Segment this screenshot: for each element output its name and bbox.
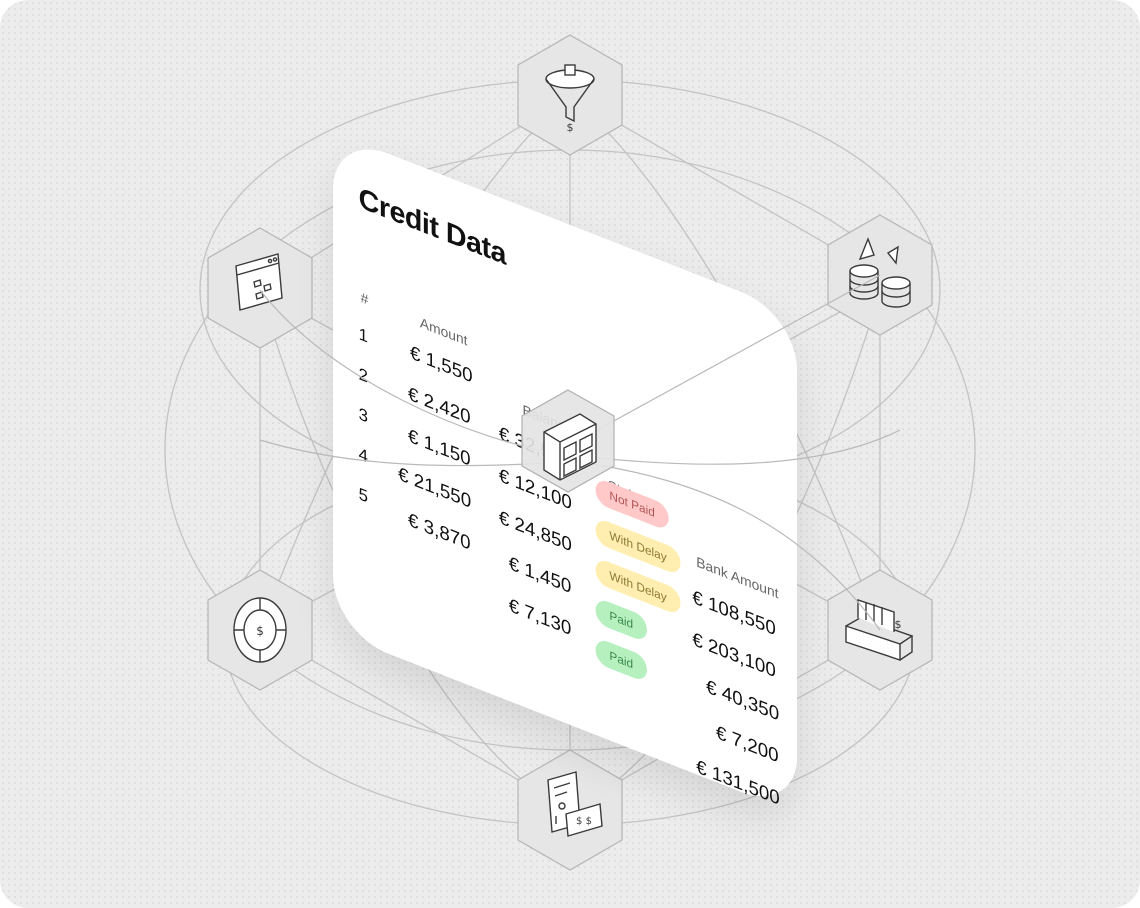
svg-text:$ $: $ $ bbox=[576, 816, 592, 827]
column-header-amount: Amount bbox=[419, 314, 468, 349]
balance-cell: € 12,100 bbox=[498, 464, 572, 515]
node-upper-left bbox=[207, 227, 313, 349]
node-lower-left: $ bbox=[207, 569, 313, 691]
bank-amount-cell: € 203,100 bbox=[692, 628, 776, 683]
node-lower-right: $ bbox=[827, 569, 933, 691]
balance-cell: € 1,450 bbox=[508, 552, 572, 599]
amount-cell: € 3,870 bbox=[408, 509, 471, 555]
amount-cell: € 1,550 bbox=[410, 342, 473, 388]
amount-cell: € 1,150 bbox=[408, 425, 471, 471]
bank-amount-cell: € 40,350 bbox=[706, 676, 780, 726]
node-top: $ bbox=[517, 34, 623, 156]
balance-cell: € 24,850 bbox=[498, 506, 572, 557]
card-title: Credit Data bbox=[358, 182, 506, 272]
svg-text:$: $ bbox=[567, 121, 574, 134]
row-number: 4 bbox=[358, 444, 369, 467]
row-number: 3 bbox=[358, 404, 369, 427]
column-header-balance: Balance bbox=[522, 401, 573, 437]
row-number: 2 bbox=[358, 364, 369, 387]
amount-cell: € 2,420 bbox=[408, 383, 471, 429]
funnel-dollar-icon: $ bbox=[545, 64, 595, 134]
bank-amount-cell: € 7,200 bbox=[716, 722, 779, 768]
row-number: 1 bbox=[358, 324, 369, 347]
invoice-banknote-icon: $ $ bbox=[547, 771, 603, 837]
svg-text:$: $ bbox=[256, 624, 264, 638]
status-badge-paid: Paid bbox=[595, 636, 647, 683]
status-badge-paid: Paid bbox=[595, 596, 647, 643]
amount-cell: € 21,550 bbox=[398, 463, 472, 514]
svg-text:$: $ bbox=[895, 618, 902, 631]
target-dollar-icon: $ bbox=[233, 597, 287, 663]
balance-cell: € 7,130 bbox=[508, 594, 572, 641]
node-upper-right bbox=[827, 214, 933, 336]
row-number: 5 bbox=[358, 484, 369, 507]
node-bottom: $ $ bbox=[517, 749, 623, 871]
column-header-index: # bbox=[360, 288, 369, 308]
